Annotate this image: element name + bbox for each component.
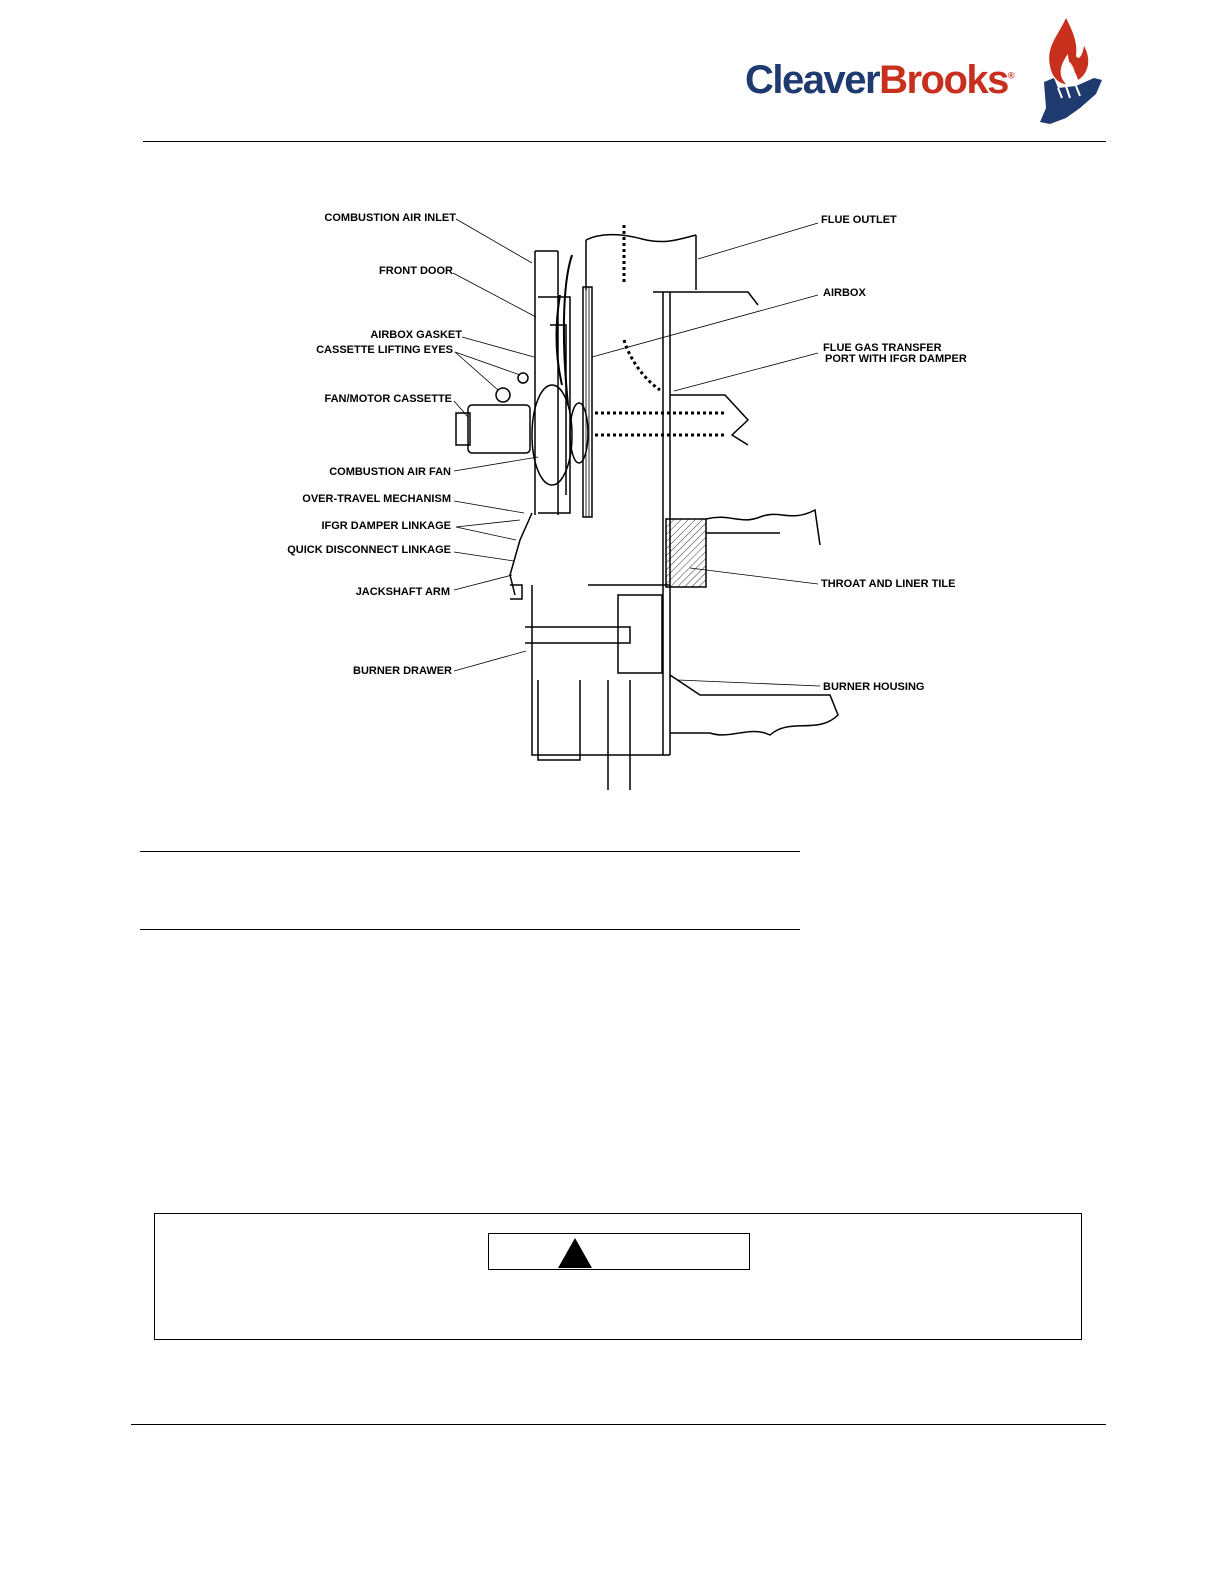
- airbox-flange: [670, 394, 750, 446]
- air-flow-arrow-2: [555, 294, 563, 386]
- gas-pipe: [607, 680, 631, 790]
- logo-wordmark: CleaverBrooks®: [745, 58, 1015, 103]
- fan-hub: [569, 402, 589, 464]
- jackshaft-arm: [510, 584, 523, 600]
- flue-gas-ports: [595, 411, 725, 437]
- airbox-top-plate: [653, 291, 759, 306]
- label-cassette-lifting-eyes: CASSETTE LIFTING EYES: [316, 344, 453, 356]
- combustion-air-fan: [531, 384, 573, 486]
- warning-triangle-icon: [558, 1238, 592, 1268]
- caution-header: [488, 1233, 750, 1270]
- throat-liner-tile: [665, 518, 707, 588]
- caution-box: [154, 1213, 1082, 1340]
- hatch-lines: [585, 287, 590, 517]
- burner-tube: [525, 626, 631, 644]
- label-burner-drawer: BURNER DRAWER: [353, 665, 452, 677]
- label-jackshaft-arm: JACKSHAFT ARM: [356, 586, 450, 598]
- door-panel: [538, 296, 571, 514]
- label-over-travel-mechanism: OVER-TRAVEL MECHANISM: [302, 493, 451, 505]
- lifting-eye-2: [517, 372, 529, 384]
- air-flow-arrow-1: [562, 254, 573, 406]
- burner-cross-section-diagram: COMBUSTION AIR INLET FRONT DOOR AIRBOX G…: [287, 212, 967, 790]
- logo-registered-mark: ®: [1007, 70, 1015, 81]
- hatched-gasket: [582, 286, 593, 518]
- burner-drawer: [531, 585, 670, 756]
- label-front-door: FRONT DOOR: [379, 265, 453, 277]
- logo-brooks-text: Brooks: [879, 58, 1009, 102]
- label-flue-outlet: FLUE OUTLET: [821, 214, 897, 226]
- logo-cleaver-text: Cleaver: [745, 58, 881, 102]
- liner-tube-top: [705, 508, 821, 546]
- fan-motor-end: [455, 412, 471, 446]
- label-throat-liner-tile: THROAT AND LINER TILE: [821, 578, 955, 590]
- airbox-gasket-line: [550, 324, 567, 495]
- label-quick-disconnect-linkage: QUICK DISCONNECT LINKAGE: [287, 544, 451, 556]
- flue-outlet-top: [585, 233, 697, 243]
- lifting-eye-1: [495, 387, 511, 403]
- label-flue-gas-transfer: FLUE GAS TRANSFER: [823, 342, 942, 354]
- label-ifgr-damper-linkage: IFGR DAMPER LINKAGE: [321, 520, 451, 532]
- label-port-with-ifgr-damper: PORT WITH IFGR DAMPER: [825, 353, 967, 365]
- lower-drawer: [537, 680, 581, 761]
- cleaver-brooks-logo: CleaverBrooks®: [740, 18, 1110, 128]
- housing-block: [617, 594, 663, 674]
- quick-disconnect-linkage: [509, 512, 533, 596]
- label-combustion-air-inlet: COMBUSTION AIR INLET: [324, 212, 456, 224]
- caption-rule-bottom: [140, 929, 800, 930]
- label-fan-motor-cassette: FAN/MOTOR CASSETTE: [324, 393, 452, 405]
- label-airbox-gasket: AIRBOX GASKET: [370, 329, 462, 341]
- header-rule: [143, 141, 1106, 142]
- label-combustion-air-fan: COMBUSTION AIR FAN: [329, 466, 451, 478]
- footer-rule: [131, 1424, 1106, 1425]
- label-burner-housing: BURNER HOUSING: [823, 681, 924, 693]
- flue-recirc-arrow: [622, 339, 661, 392]
- flame-hand-icon: [1040, 18, 1102, 124]
- label-airbox: AIRBOX: [823, 287, 866, 299]
- burner-housing-outline: [669, 674, 839, 736]
- fan-motor-body: [467, 404, 531, 454]
- caption-rule-top: [140, 851, 800, 852]
